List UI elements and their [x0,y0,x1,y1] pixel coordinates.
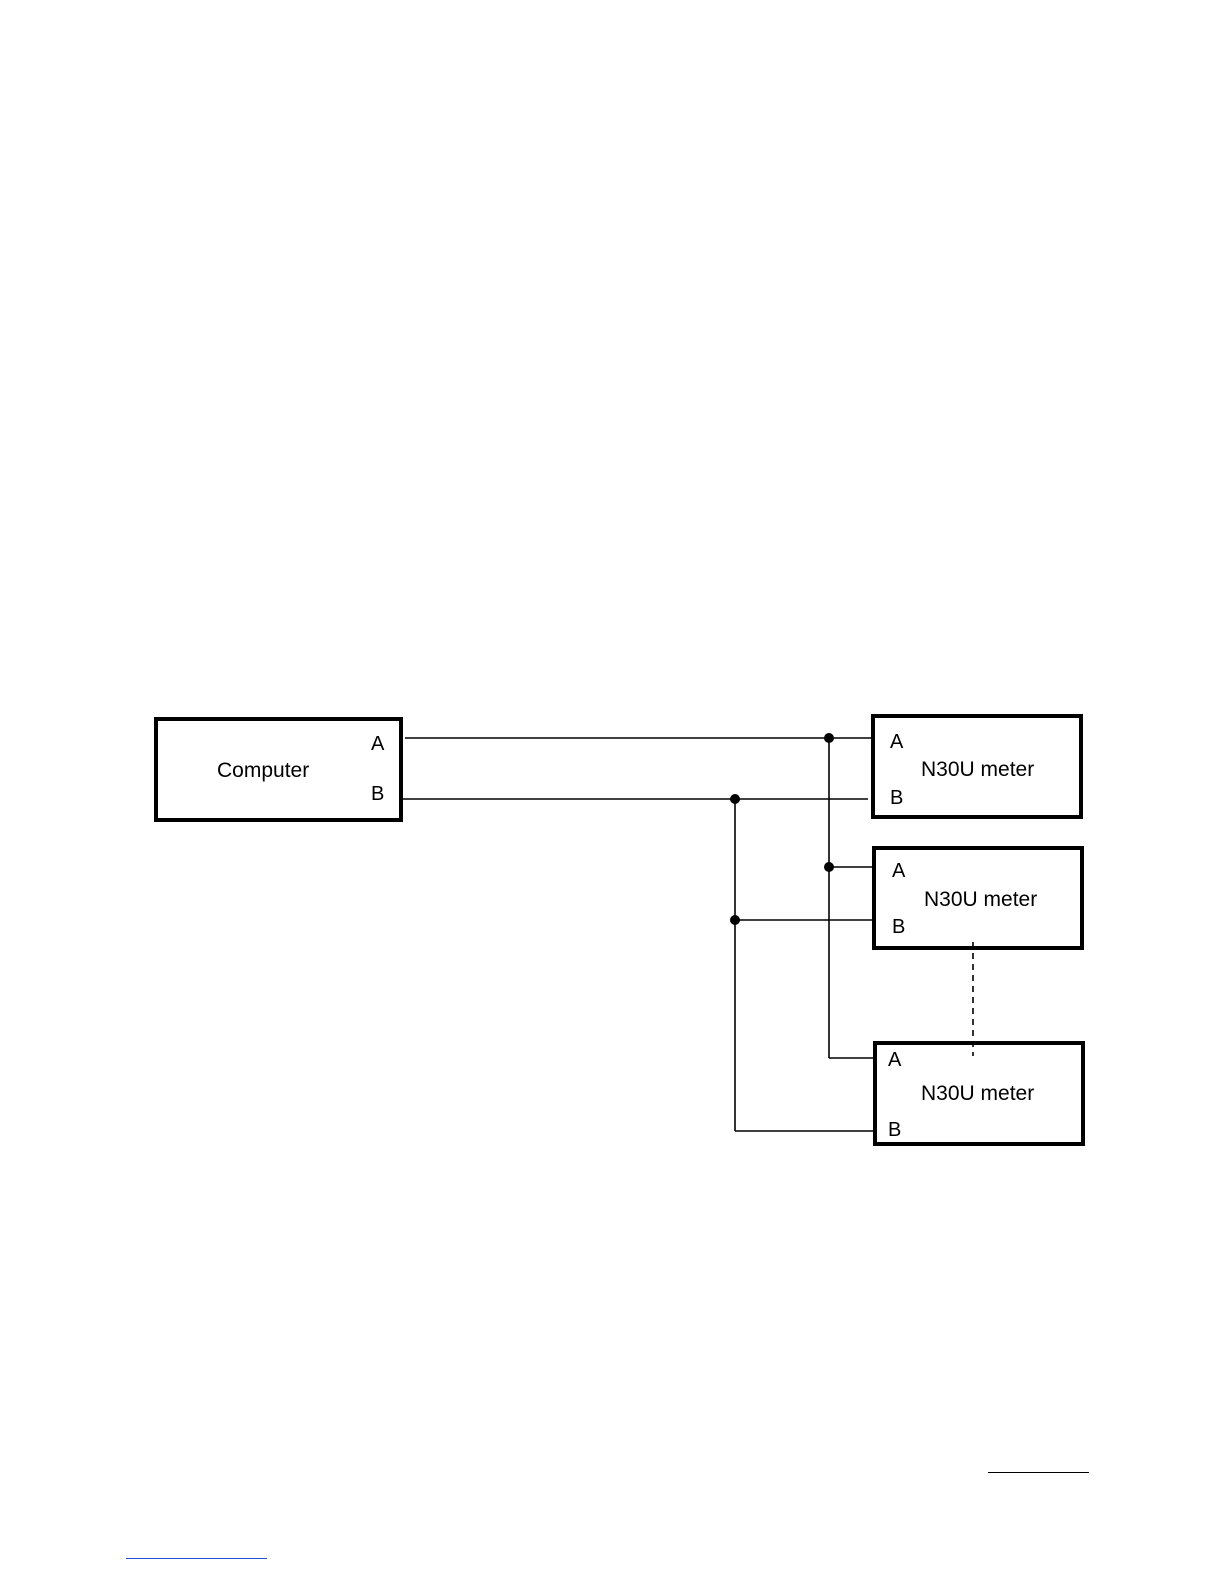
meter-2-label: N30U meter [924,888,1037,911]
meter-3-pin-a: A [888,1049,902,1071]
meter-node-1: A N30U meter B [873,716,1081,817]
meter-1-pin-b: B [890,787,903,809]
footer-link-underline [126,1558,267,1559]
bus-a-wiring [405,733,873,1058]
computer-pin-b: B [371,783,384,805]
computer-node: Computer A B [156,719,401,820]
meter-1-label: N30U meter [921,758,1034,781]
bus-a-junction-2 [824,862,834,872]
computer-pin-a: A [371,733,385,755]
bus-a-junction-1 [824,733,834,743]
bus-b-junction-2 [730,915,740,925]
meter-node-2: A N30U meter B [874,848,1082,948]
meter-2-pin-b: B [892,916,905,938]
meter-2-pin-a: A [892,860,906,882]
meter-1-pin-a: A [890,731,904,753]
computer-label: Computer [217,759,309,782]
bus-b-junction-1 [730,794,740,804]
meter-3-pin-b: B [888,1119,901,1141]
meter-node-3: A N30U meter B [875,1043,1083,1144]
bus-b-wiring [402,794,873,1131]
meter-3-label: N30U meter [921,1082,1034,1105]
footer-rule-right [988,1472,1089,1473]
